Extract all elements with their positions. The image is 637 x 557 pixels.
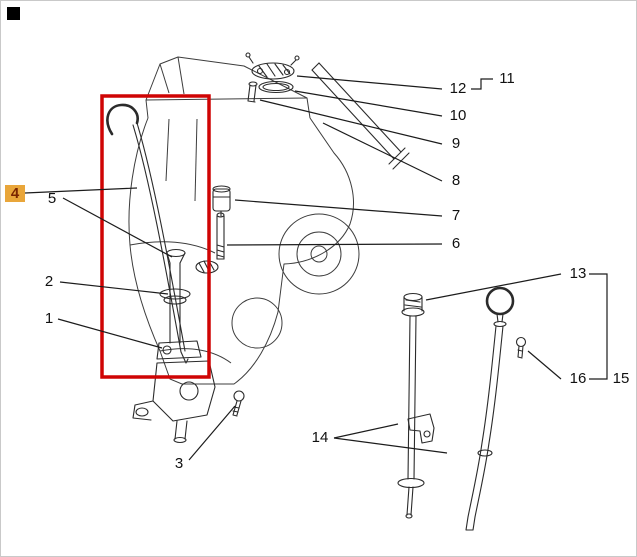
leader-3 bbox=[188, 405, 236, 461]
leader-13 bbox=[425, 273, 562, 301]
gasket bbox=[258, 80, 294, 94]
leader-9 bbox=[259, 99, 443, 145]
engine-block-art bbox=[128, 56, 360, 385]
leader-4 bbox=[24, 187, 138, 194]
leader-5 bbox=[62, 197, 173, 258]
leader-2 bbox=[59, 281, 169, 295]
leader-6 bbox=[226, 243, 443, 246]
callout-4[interactable]: 4 bbox=[11, 185, 20, 202]
leader-12 bbox=[296, 75, 443, 90]
oil-pickup-assembly bbox=[132, 248, 216, 444]
leader-bracket-11 bbox=[471, 78, 493, 90]
callout-16[interactable]: 16 bbox=[570, 370, 587, 387]
callout-8[interactable]: 8 bbox=[452, 172, 460, 189]
leader-lines bbox=[24, 75, 608, 461]
callout-10[interactable]: 10 bbox=[450, 107, 467, 124]
guide-tube-assembly bbox=[397, 292, 435, 519]
callout-2[interactable]: 2 bbox=[45, 273, 53, 290]
leader-14b bbox=[333, 437, 448, 454]
second-dipstick-assembly bbox=[465, 286, 515, 531]
callout-5[interactable]: 5 bbox=[48, 190, 56, 207]
callout-labels: 1 2 3 4 5 6 7 8 9 10 11 12 13 14 15 16 bbox=[5, 70, 629, 472]
page-corner-marker bbox=[7, 7, 20, 20]
leader-10 bbox=[294, 90, 443, 117]
callout-14[interactable]: 14 bbox=[312, 429, 329, 446]
main-dipstick bbox=[106, 103, 189, 364]
callout-9[interactable]: 9 bbox=[452, 135, 460, 152]
leader-14a bbox=[333, 423, 399, 439]
leader-7 bbox=[234, 199, 443, 217]
bolt-16 bbox=[515, 336, 527, 359]
leader-8 bbox=[322, 122, 443, 182]
threaded-rod bbox=[195, 212, 225, 274]
leader-bracket-15 bbox=[589, 273, 608, 380]
callout-6[interactable]: 6 bbox=[452, 235, 460, 252]
leader-16 bbox=[527, 350, 562, 380]
callout-11[interactable]: 11 bbox=[499, 70, 515, 87]
highlight-box bbox=[100, 94, 211, 379]
breather-bracket bbox=[245, 52, 300, 80]
stud bbox=[247, 81, 258, 103]
callout-13[interactable]: 13 bbox=[570, 265, 587, 282]
breather-pipe bbox=[311, 62, 410, 170]
callout-7[interactable]: 7 bbox=[452, 207, 460, 224]
callout-12[interactable]: 12 bbox=[450, 80, 467, 97]
callout-3[interactable]: 3 bbox=[175, 455, 183, 472]
callout-4-highlight bbox=[5, 185, 25, 202]
callout-15[interactable]: 15 bbox=[613, 370, 630, 387]
bolt-3 bbox=[232, 390, 245, 417]
callout-1[interactable]: 1 bbox=[45, 310, 53, 327]
leader-1 bbox=[57, 318, 163, 349]
callout-4-selected[interactable]: 4 bbox=[5, 185, 25, 202]
oil-pressure-sensor bbox=[212, 185, 231, 217]
